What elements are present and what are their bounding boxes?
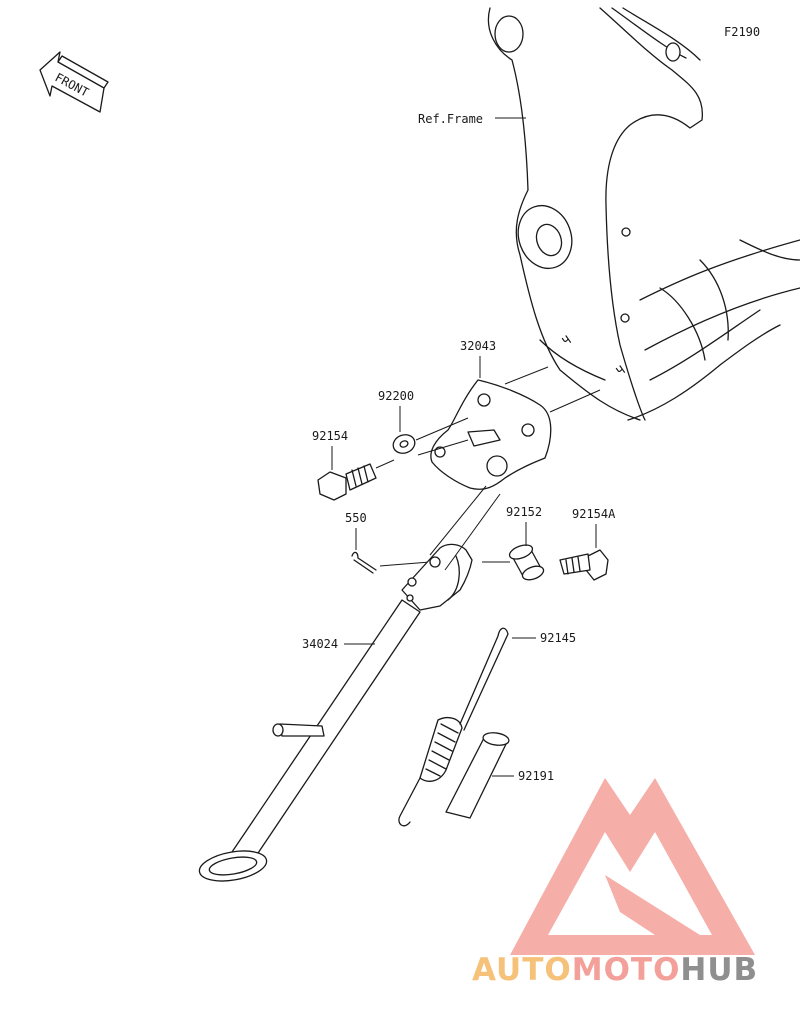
svg-text:Ч: Ч [560, 333, 574, 349]
watermark-text: AUTOMOTOHUB [472, 952, 758, 988]
part-34024-side-stand [198, 543, 473, 882]
label-92152: 92152 [506, 505, 542, 519]
label-92191: 92191 [518, 769, 554, 783]
watermark-auto: AUTO [472, 952, 572, 988]
label-ref-frame: Ref.Frame [418, 112, 483, 126]
label-92145: 92145 [540, 631, 576, 645]
frame-reference: Ч Ч [487, 7, 800, 421]
part-92154-bolt [317, 463, 377, 501]
part-550-cotter-pin [351, 551, 377, 574]
watermark-logo [510, 778, 755, 955]
logo-triangle-inner [548, 832, 712, 935]
watermark-hub: HUB [680, 952, 758, 988]
label-92154a: 92154A [572, 507, 616, 521]
part-92200-washer [392, 434, 416, 454]
part-32043-bracket [430, 379, 552, 490]
label-32043: 32043 [460, 339, 496, 353]
label-550: 550 [345, 511, 367, 525]
watermark-moto: MOTO [572, 952, 681, 988]
part-92145-spring [398, 627, 509, 827]
label-34024: 34024 [302, 637, 338, 651]
part-92152-collar [508, 544, 545, 581]
figure-code: F2190 [724, 25, 760, 39]
part-92191-sleeve [445, 732, 510, 819]
front-arrow-icon: FRONT [39, 51, 109, 113]
label-92154: 92154 [312, 429, 348, 443]
logo-arrow-mark [605, 875, 700, 935]
label-92200: 92200 [378, 389, 414, 403]
frame-mount-hole [494, 15, 524, 53]
part-92154a-bolt [559, 549, 609, 581]
